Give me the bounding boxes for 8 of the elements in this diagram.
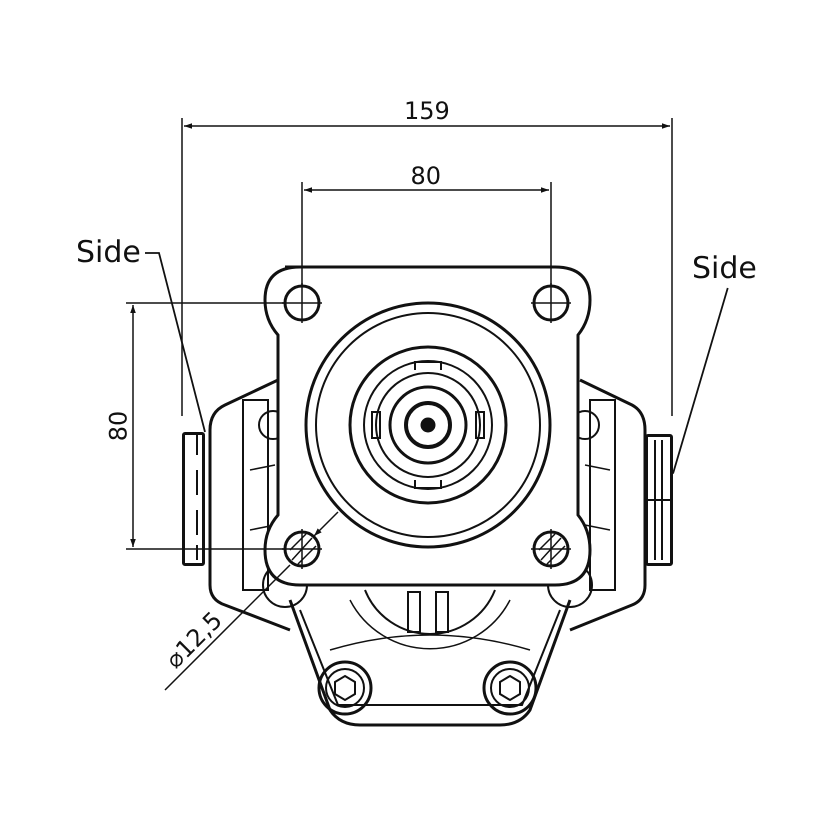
- leader-line: [145, 252, 206, 432]
- dimension-value: 159: [404, 99, 450, 123]
- dimension-value: 80: [410, 164, 442, 188]
- side-label: Side: [692, 254, 757, 284]
- side-port: [182, 432, 205, 566]
- leader-line: [672, 288, 729, 474]
- side-label: Side: [76, 238, 141, 268]
- dimension-value: 80: [106, 410, 130, 442]
